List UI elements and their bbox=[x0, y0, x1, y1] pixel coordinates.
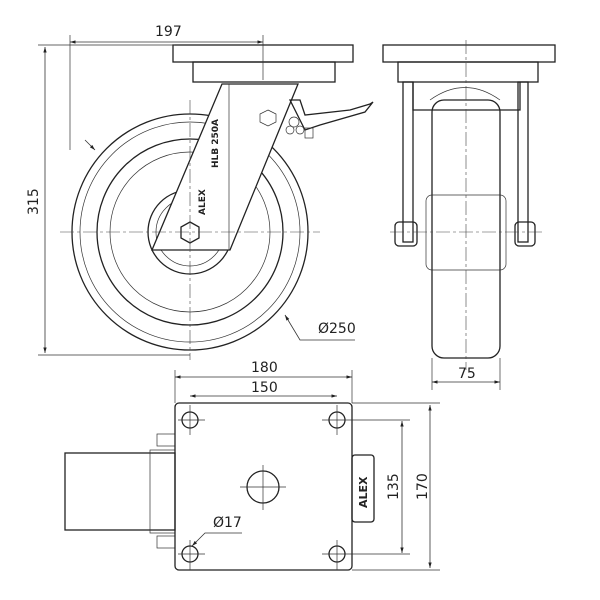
hole-spacing-y-label: 135 bbox=[386, 473, 402, 500]
wheel-top bbox=[64, 452, 176, 531]
bolt-icon bbox=[259, 109, 277, 127]
brand-text: ALEX bbox=[357, 476, 370, 508]
hole-diameter-label: Ø17 bbox=[213, 515, 242, 531]
fork-logo-text: ALEX bbox=[198, 189, 208, 215]
side-view: HLB 250A ALEX 197 315 Ø250 bbox=[26, 24, 374, 360]
brake-lever bbox=[285, 99, 374, 139]
offset-label: 197 bbox=[155, 24, 182, 40]
height-label: 315 bbox=[26, 188, 42, 215]
axle-nut-left bbox=[394, 221, 418, 247]
swivel-housing bbox=[192, 61, 336, 83]
front-view: 75 bbox=[382, 40, 556, 390]
fork-rating-text: HLB 250A bbox=[211, 119, 221, 168]
plate-length-label: 170 bbox=[415, 473, 431, 500]
wheel-diameter-label: Ø250 bbox=[318, 321, 356, 337]
top-view: ALEX 180 150 135 170 Ø17 bbox=[64, 360, 440, 571]
fork bbox=[151, 83, 299, 251]
plate-width-label: 180 bbox=[251, 360, 278, 376]
brand-tab bbox=[351, 454, 375, 523]
hole-spacing-x-label: 150 bbox=[251, 380, 278, 396]
wheel-width-label: 75 bbox=[458, 366, 476, 382]
mounting-plate bbox=[174, 402, 353, 571]
